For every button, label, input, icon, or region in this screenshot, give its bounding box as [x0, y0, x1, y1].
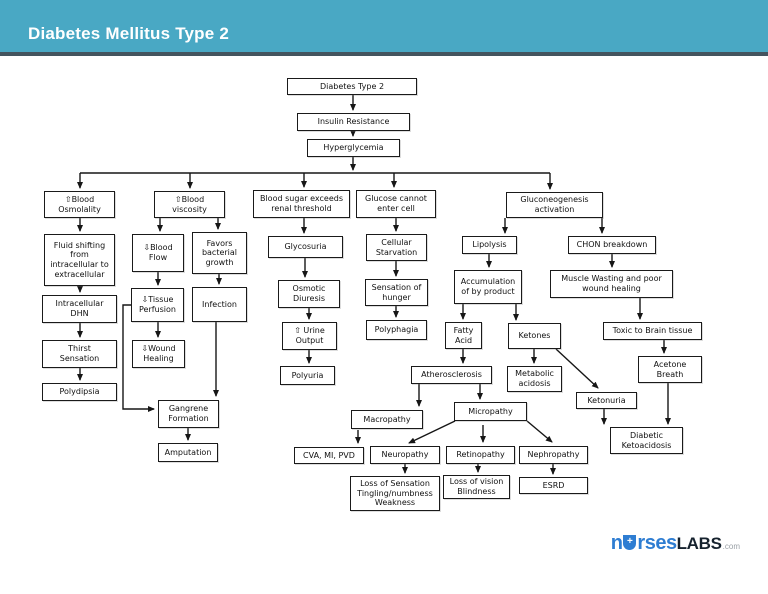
node-accumulation-byproduct: Accumulation of by product [454, 270, 522, 304]
node-diabetes-type-2: Diabetes Type 2 [287, 78, 417, 95]
logo-text-rses: rses [637, 532, 677, 554]
node-chon-breakdown: CHON breakdown [568, 236, 656, 254]
node-acetone-breath: Acetone Breath [638, 356, 702, 383]
node-retinopathy: Retinopathy [446, 446, 515, 464]
node-favors-bacterial-growth: Favors bacterial growth [192, 232, 247, 274]
node-amputation: Amputation [158, 443, 218, 462]
node-gangrene-formation: Gangrene Formation [158, 400, 219, 428]
logo-text-n: n [610, 532, 623, 554]
node-fatty-acid: Fatty Acid [445, 322, 482, 349]
node-polyuria: Polyuria [280, 366, 335, 385]
node-fluid-shifting: Fluid shifting from intracellular to ext… [44, 234, 115, 286]
node-blood-flow: ⇩Blood Flow [132, 234, 184, 272]
node-polydipsia: Polydipsia [42, 383, 117, 401]
node-metabolic-acidosis: Metabolic acidosis [507, 366, 562, 392]
node-neuropathy: Neuropathy [370, 446, 440, 464]
node-glucose-cannot-enter: Glucose cannot enter cell [356, 190, 436, 218]
node-lipolysis: Lipolysis [462, 236, 517, 254]
node-loss-of-vision: Loss of vision Blindness [443, 475, 510, 499]
node-muscle-wasting: Muscle Wasting and poor wound healing [550, 270, 673, 298]
node-osmotic-diuresis: Osmotic Diuresis [278, 280, 340, 308]
node-hyperglycemia: Hyperglycemia [307, 139, 400, 157]
header-bar: Diabetes Mellitus Type 2 [0, 0, 768, 56]
logo-text-labs: LABS [676, 534, 722, 553]
node-insulin-resistance: Insulin Resistance [297, 113, 410, 131]
node-cva-mi-pvd: CVA, MI, PVD [294, 447, 364, 464]
node-sensation-of-hunger: Sensation of hunger [365, 279, 428, 306]
logo-cross-icon: + [623, 535, 637, 550]
node-nephropathy: Nephropathy [519, 446, 588, 464]
node-glycosuria: Glycosuria [268, 236, 343, 258]
node-tissue-perfusion: ⇩Tissue Perfusion [131, 288, 184, 322]
node-intracellular-dhn: Intracellular DHN [42, 295, 117, 323]
node-thirst-sensation: Thirst Sensation [42, 340, 117, 368]
node-toxic-to-brain: Toxic to Brain tissue [603, 322, 702, 340]
node-gluconeogenesis: Gluconeogenesis activation [506, 192, 603, 218]
page-title: Diabetes Mellitus Type 2 [28, 24, 229, 43]
node-esrd: ESRD [519, 477, 588, 494]
node-renal-threshold: Blood sugar exceeds renal threshold [253, 190, 350, 218]
node-macropathy: Macropathy [351, 410, 423, 429]
node-micropathy: Micropathy [454, 402, 527, 421]
node-atherosclerosis: Atherosclerosis [411, 366, 492, 384]
node-diabetic-ketoacidosis: Diabetic Ketoacidosis [610, 427, 683, 454]
node-ketones: Ketones [508, 323, 561, 349]
node-blood-osmolality: ⇧Blood Osmolality [44, 191, 115, 218]
node-blood-viscosity: ⇧Blood viscosity [154, 191, 225, 218]
node-polyphagia: Polyphagia [366, 320, 427, 340]
node-loss-of-sensation: Loss of Sensation Tingling/numbness Weak… [350, 476, 440, 511]
node-ketonuria: Ketonuria [576, 392, 637, 409]
logo-text-com: .com [722, 542, 740, 551]
node-infection: Infection [192, 287, 247, 322]
node-cellular-starvation: Cellular Starvation [366, 234, 427, 261]
node-urine-output: ⇧ Urine Output [282, 322, 337, 350]
node-wound-healing: ⇩Wound Healing [132, 340, 185, 368]
